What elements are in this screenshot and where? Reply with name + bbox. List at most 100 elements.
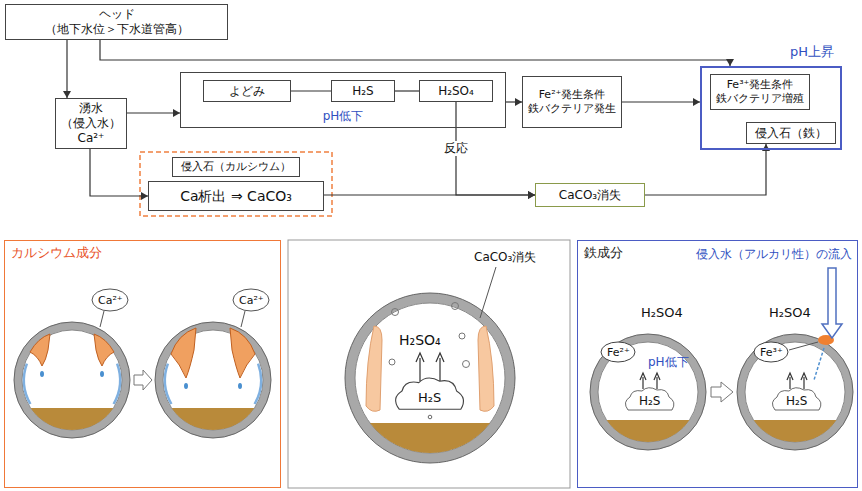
pipe-section	[14, 289, 130, 438]
pipe-outline	[345, 293, 515, 463]
connector	[63, 40, 71, 98]
calcium-deposit	[171, 328, 196, 378]
water-drop	[40, 371, 44, 377]
connector-line	[66, 40, 67, 98]
connector-line	[395, 90, 419, 91]
arrowhead	[693, 98, 700, 106]
pipe-wall	[18, 326, 126, 434]
bubble	[392, 309, 399, 316]
inflow-arrow	[822, 268, 842, 338]
box-text: （地下水位＞下水道管高）	[45, 22, 189, 37]
pipe-outline	[598, 342, 698, 442]
panel-frame	[288, 240, 570, 488]
box-label: Ca析出 ⇒ CaCO₃	[180, 188, 292, 205]
connector-line	[100, 40, 730, 66]
process-box: 侵入石（カルシウム）	[172, 157, 300, 177]
bubble	[463, 361, 470, 368]
process-box: よどみ	[203, 80, 291, 102]
process-box: Fe²⁺発生条件鉄バクテリア発生	[522, 76, 622, 128]
box-text: Ca²⁺	[78, 131, 105, 146]
box-label: pH低下	[323, 109, 364, 124]
connector-line	[90, 149, 148, 196]
leader-line	[789, 342, 818, 350]
calcium-deposit	[30, 334, 50, 366]
rise-arrow	[436, 353, 444, 381]
arrowhead	[515, 98, 522, 106]
text-label: Fe³⁺	[760, 345, 783, 360]
panel: 鉄成分	[577, 240, 858, 488]
water-drop	[238, 383, 242, 389]
box-text: （侵入水）	[61, 116, 121, 131]
sediment	[172, 408, 255, 430]
rise-arrow	[654, 373, 660, 389]
pipe-wall	[594, 338, 702, 446]
sediment	[370, 423, 490, 453]
arrowhead	[63, 91, 71, 98]
box-label: ヘッド	[99, 7, 135, 22]
box-label: H₂SO₄	[438, 84, 474, 99]
connector-line	[622, 101, 700, 102]
box-label: 侵入石（カルシウム）	[181, 160, 291, 174]
process-box: Ca析出 ⇒ CaCO₃	[148, 181, 324, 211]
box-label: 鉄成分	[584, 245, 623, 261]
text-label: H₂S	[786, 394, 807, 409]
pipe-outline	[590, 334, 706, 450]
connector-line	[291, 90, 331, 91]
transition-arrow	[711, 382, 733, 402]
inflow-water	[814, 348, 824, 380]
text-label: 侵入水（アルカリ性）の流入	[696, 247, 852, 262]
process-box: Fe³⁺発生条件鉄バクテリア増殖	[710, 74, 810, 110]
text-label: H₂S	[639, 394, 660, 409]
water-drop	[184, 383, 188, 389]
rise-arrow	[416, 353, 424, 381]
connector	[90, 149, 148, 200]
box-text: 鉄バクテリア発生	[528, 102, 616, 116]
leader-line	[241, 311, 245, 327]
sediment	[607, 420, 690, 442]
connector	[395, 91, 419, 92]
ion-bubble	[233, 289, 269, 311]
pipe-outline	[745, 342, 845, 442]
calcium-remnant	[366, 326, 382, 411]
connector	[127, 109, 180, 117]
pipe-section	[155, 289, 271, 438]
text-label: CaCO₃消失	[474, 250, 536, 265]
ion-bubble	[754, 342, 788, 362]
water-film	[114, 364, 120, 404]
pipe-outline	[155, 322, 271, 438]
bubble	[459, 333, 465, 339]
group-box: pH低下 よどみ H₂S H₂SO₄	[180, 72, 506, 128]
connector-line	[127, 112, 180, 113]
rise-arrow	[801, 373, 807, 389]
process-box: 侵入石（鉄）	[746, 122, 836, 144]
pipe-outline	[355, 303, 505, 453]
group-outline	[140, 152, 332, 216]
box-text: 鉄バクテリア増殖	[716, 92, 804, 106]
calcium-remnant	[478, 326, 494, 411]
text-label: H₂SO4	[641, 305, 683, 320]
bubble	[389, 359, 395, 365]
calcium-deposit	[230, 328, 255, 378]
box-label: H₂S	[352, 84, 373, 99]
text-label: H₂SO4	[769, 305, 811, 320]
text-label: H₂SO₄	[399, 333, 441, 348]
text-label: pH低下	[648, 355, 689, 370]
ion-bubble	[601, 342, 635, 362]
arrowhead	[726, 59, 734, 66]
bubble	[452, 303, 459, 310]
rise-arrow	[640, 373, 646, 389]
box-label: カルシウム成分	[11, 245, 102, 261]
connector	[645, 144, 770, 195]
leader-line	[100, 311, 104, 327]
pipe-section	[737, 268, 853, 450]
water-film	[255, 364, 261, 404]
water-drop	[100, 371, 104, 377]
gas-cloud	[625, 388, 673, 410]
arrowhead	[141, 192, 148, 200]
arrowhead	[528, 191, 535, 199]
box-label: 侵入石（鉄）	[755, 126, 827, 141]
gas-cloud	[396, 378, 464, 409]
pipe-wall	[350, 298, 510, 458]
box-label: Fe²⁺発生条件	[539, 88, 606, 102]
box-label: 湧水	[79, 101, 103, 116]
